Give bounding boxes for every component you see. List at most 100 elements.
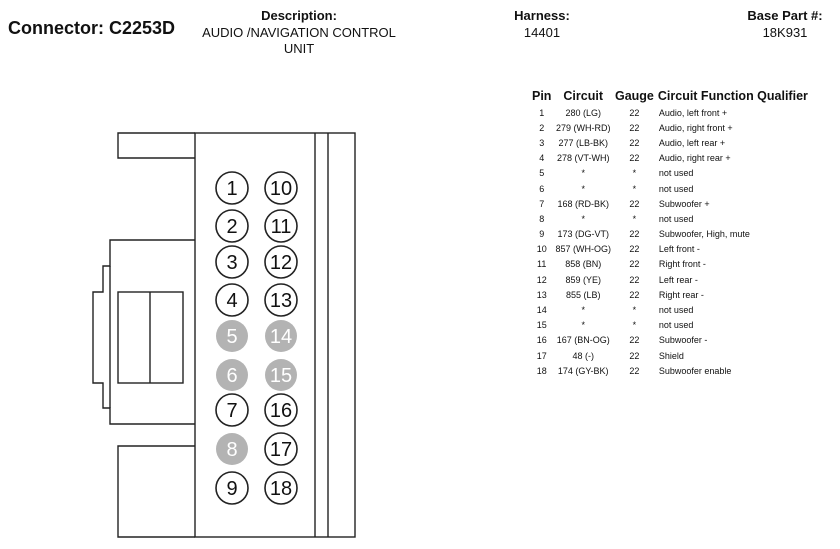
pin-cell: 17: [536, 350, 547, 361]
circuit-cell: 858 (BN): [565, 259, 602, 270]
pin-cell: 16: [536, 335, 547, 346]
table-row: 15**not used: [530, 318, 810, 333]
pin-cell: 11: [537, 259, 547, 270]
pin-number-label: 12: [270, 252, 292, 274]
pin-number-label: 14: [270, 326, 292, 348]
pin-circle: [215, 209, 249, 243]
description-line-1: AUDIO /NAVIGATION CONTROL: [202, 25, 396, 40]
pin-cell: 15: [536, 320, 547, 331]
pin-circle: [264, 471, 298, 505]
gauge-cell: 22: [629, 153, 640, 164]
function-cell: Audio, right rear +: [658, 153, 731, 164]
function-cell: not used: [658, 183, 694, 194]
connector-housing: [92, 132, 356, 538]
pin-7: 7: [215, 393, 249, 427]
pin-number-label: 7: [226, 400, 237, 422]
pin-cell: 12: [536, 274, 547, 285]
circuit-cell: *: [581, 183, 585, 194]
pin-2: 2: [215, 209, 249, 243]
circuit-cell: *: [581, 213, 585, 224]
function-cell: Audio, left front +: [658, 107, 728, 118]
function-cell: not used: [658, 168, 694, 179]
pin-circle: [264, 171, 298, 205]
pin-circle: [264, 432, 298, 466]
function-cell: Right rear -: [658, 289, 704, 300]
circuit-cell: 173 (DG-VT): [557, 229, 609, 240]
description-line-2: UNIT: [283, 41, 315, 56]
pin-circle: [264, 283, 298, 317]
pin-number-label: 8: [226, 439, 237, 461]
pin-14: 14: [265, 320, 297, 352]
function-cell: not used: [658, 213, 694, 224]
circuit-cell: 279 (WH-RD): [555, 122, 611, 133]
pin-18: 18: [264, 471, 298, 505]
gauge-cell: *: [632, 320, 637, 331]
table-row: 8 * * not used: [530, 211, 810, 226]
gauge-cell: 22: [629, 335, 640, 346]
function-cell: Subwoofer -: [658, 335, 708, 346]
pin-number-label: 1: [226, 178, 237, 200]
pin-number-label: 9: [226, 478, 237, 500]
pin-number-label: 17: [270, 439, 292, 461]
function-cell: Left front -: [658, 244, 700, 255]
column-header-gauge: Gauge: [614, 88, 654, 103]
circuit-cell: 855 (LB): [565, 289, 601, 300]
pin-number-label: 2: [226, 216, 237, 238]
pin-circle: [215, 245, 249, 279]
pin-cell: 8: [539, 213, 545, 224]
gauge-cell: *: [632, 168, 637, 179]
pin-17: 17: [264, 432, 298, 466]
gauge-cell: *: [632, 183, 637, 194]
pin-cell: 2: [539, 122, 545, 133]
function-cell: Right front -: [658, 259, 706, 270]
gauge-cell: *: [632, 213, 637, 224]
pin-cell: 1: [539, 107, 545, 118]
column-header-function: Circuit Function Qualifier: [657, 88, 808, 103]
gauge-cell: *: [632, 305, 637, 316]
pin-5: 5: [216, 320, 248, 352]
pin-12: 12: [264, 245, 298, 279]
circuit-cell: 277 (LB-BK): [558, 137, 608, 148]
pinout-table: Pin Circuit Gauge Circuit Function Quali…: [530, 86, 810, 378]
circuit-cell: 168 (RD-BK): [557, 198, 609, 209]
gauge-cell: 22: [629, 289, 640, 300]
circuit-cell: 280 (LG): [565, 107, 601, 118]
gauge-cell: 22: [629, 365, 640, 376]
pin-circle: [264, 245, 298, 279]
pin-9: 9: [215, 471, 249, 505]
pin-number-label: 11: [271, 216, 292, 238]
pin-cell: 3: [539, 137, 545, 148]
pin-cell: 6: [539, 183, 545, 194]
pin-circle: [265, 320, 297, 352]
harness-label: Harness:: [514, 8, 570, 23]
pin-cell: 10: [536, 244, 547, 255]
gauge-cell: 22: [629, 259, 640, 270]
pin-circle: [215, 171, 249, 205]
gauge-cell: 22: [629, 137, 640, 148]
gauge-cell: 22: [629, 198, 640, 209]
connector-title: Connector: C2253D: [8, 18, 176, 38]
gauge-cell: 22: [629, 244, 640, 255]
pin-cell: 14: [536, 305, 547, 316]
harness-value: 14401: [523, 25, 561, 40]
table-row: 11 858 (BN) 22 Right front -: [530, 257, 810, 272]
pin-4: 4: [215, 283, 249, 317]
pin-number-label: 5: [226, 326, 237, 348]
pin-3: 3: [215, 245, 249, 279]
gauge-cell: 22: [629, 107, 640, 118]
base-part-value: 18K931: [762, 25, 808, 40]
pin-8: 8: [216, 433, 248, 465]
pin-cell: 5: [539, 168, 545, 179]
pin-circle: [215, 393, 249, 427]
pin-16: 16: [264, 393, 298, 427]
table-header-row: Pin Circuit Gauge Circuit Function Quali…: [530, 86, 810, 105]
base-part-label: Base Part #:: [747, 8, 823, 23]
